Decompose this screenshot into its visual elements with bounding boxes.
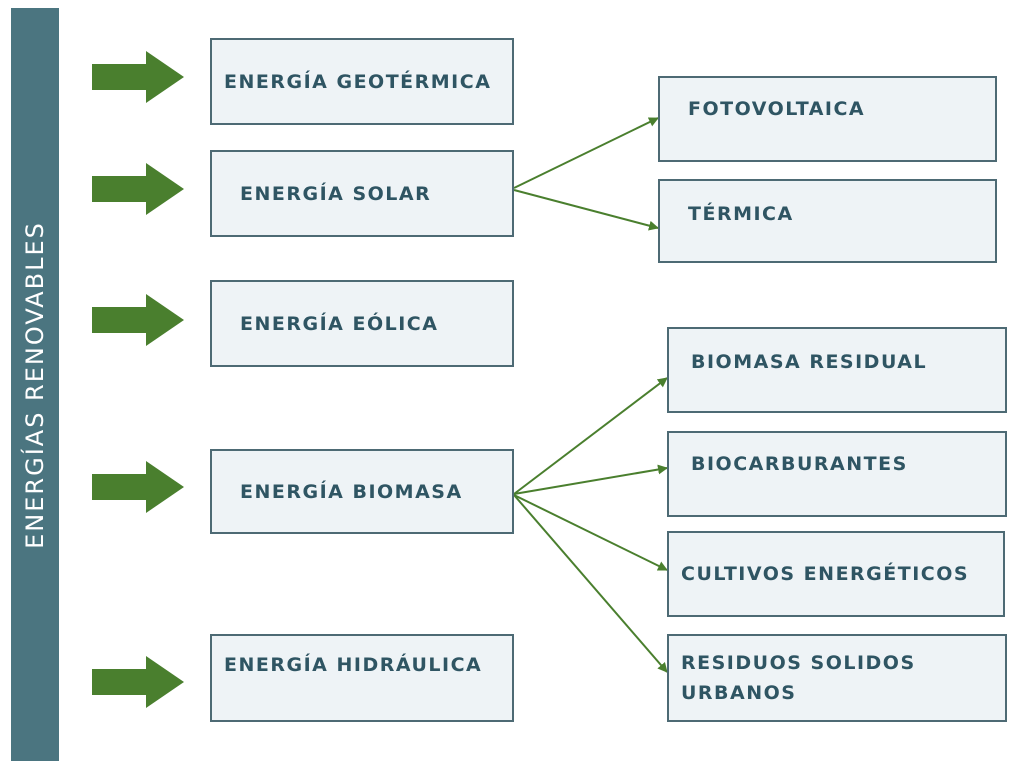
box-label: ENERGÍA EÓLICA — [240, 312, 439, 335]
connector-termica — [513, 189, 659, 231]
box-label: ENERGÍA HIDRÁULICA — [224, 654, 483, 676]
sidebar-banner: ENERGÍAS RENOVABLES — [11, 8, 59, 761]
connector-biomasa-residual — [513, 377, 668, 495]
box-label: CULTIVOS ENERGÉTICOS — [681, 563, 970, 585]
box-fotovoltaica: FOTOVOLTAICA — [658, 76, 997, 162]
connector-cultivos — [513, 494, 668, 571]
box-label: TÉRMICA — [688, 203, 794, 225]
connector-biocarburantes — [513, 464, 668, 495]
right-arrow-icon — [92, 51, 184, 103]
right-arrow-icon — [92, 461, 184, 513]
box-residuos-solidos-urbanos: RESIDUOS SOLIDOS URBANOS — [667, 634, 1007, 722]
box-energia-eolica: ENERGÍA EÓLICA — [210, 280, 514, 367]
box-label: BIOCARBURANTES — [691, 453, 908, 475]
right-arrow-icon — [92, 294, 184, 346]
box-energia-geotermica: ENERGÍA GEOTÉRMICA — [210, 38, 514, 125]
box-biocarburantes: BIOCARBURANTES — [667, 431, 1007, 517]
box-termica: TÉRMICA — [658, 179, 997, 263]
box-label: FOTOVOLTAICA — [688, 98, 866, 120]
box-label: ENERGÍA SOLAR — [240, 182, 432, 205]
connector-fotovoltaica — [513, 117, 659, 189]
box-biomasa-residual: BIOMASA RESIDUAL — [667, 327, 1007, 413]
box-label: ENERGÍA GEOTÉRMICA — [224, 70, 492, 93]
box-label: BIOMASA RESIDUAL — [691, 351, 928, 373]
box-label: ENERGÍA BIOMASA — [240, 480, 463, 503]
box-energia-solar: ENERGÍA SOLAR — [210, 150, 514, 237]
right-arrow-icon — [92, 163, 184, 215]
box-cultivos-energeticos: CULTIVOS ENERGÉTICOS — [667, 531, 1005, 617]
right-arrow-icon — [92, 656, 184, 708]
connector-residuos — [513, 494, 668, 673]
box-energia-biomasa: ENERGÍA BIOMASA — [210, 449, 514, 534]
box-energia-hidraulica: ENERGÍA HIDRÁULICA — [210, 634, 514, 722]
box-label: RESIDUOS SOLIDOS URBANOS — [681, 652, 916, 704]
